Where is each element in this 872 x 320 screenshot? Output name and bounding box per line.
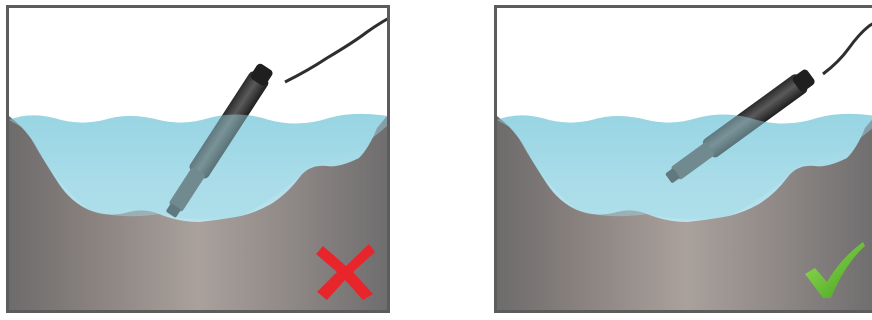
panel-wrong-placement bbox=[6, 5, 390, 313]
red-x-icon bbox=[313, 238, 379, 302]
probe-cable bbox=[823, 20, 872, 74]
panel-correct-placement bbox=[494, 5, 872, 313]
probe-cable bbox=[285, 16, 387, 82]
green-checkmark-icon bbox=[801, 238, 867, 302]
